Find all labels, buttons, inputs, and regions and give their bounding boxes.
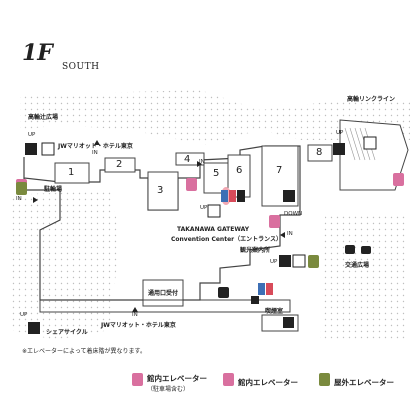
legend-sub-1: （駐車場含む） — [147, 386, 190, 393]
unit-number-7: 7 — [276, 165, 283, 176]
reception-box — [142, 279, 184, 307]
taxi-icon — [361, 246, 371, 254]
legend-label-3: 屋外エレベーター — [334, 378, 394, 387]
jw-marriott-bottom-label[interactable]: JWマリオット・ホテル東京 — [101, 322, 176, 329]
elevator-black-south — [218, 287, 229, 298]
bus-icon — [345, 245, 355, 254]
restroom-men-icon — [221, 190, 228, 202]
in-label-north: IN — [92, 150, 98, 156]
legend-label-2: 館内エレベーター — [238, 378, 298, 387]
restroom-women-south-icon — [266, 283, 273, 295]
unit-number-8: 8 — [316, 147, 323, 158]
jw-marriott-top-label[interactable]: JWマリオット・ホテル東京 — [58, 143, 133, 150]
in-arrow-east — [197, 161, 202, 167]
legend-indoor-elevator-icon — [223, 373, 234, 386]
unit-8 — [307, 144, 333, 162]
in-label-east: IN — [199, 159, 205, 165]
dotted-area-north-left — [20, 90, 410, 145]
link-line-structure — [339, 119, 409, 191]
escalator-icon-ne-2 — [363, 136, 377, 150]
in-arrow-north — [94, 140, 100, 145]
restroom-men-south-icon — [258, 283, 265, 295]
in-label-south: IN — [132, 312, 138, 318]
up-label-center: UP — [200, 205, 208, 211]
convention-center-line2[interactable]: Convention Center（エントランス） — [171, 236, 282, 243]
bicycle-parking-label: 駐輪場 — [44, 186, 63, 193]
unit-number-1: 1 — [68, 167, 75, 178]
escalator-icon-nw-2 — [41, 142, 55, 156]
up-label-sw: UP — [20, 312, 28, 318]
link-line-stairs — [344, 127, 376, 161]
restroom-women-icon — [229, 190, 236, 202]
elevator-pink-ne — [393, 173, 404, 186]
escalator-icon-center-1 — [283, 190, 295, 202]
escalator-icon-tourist-2 — [292, 254, 306, 268]
elevator-note: ※エレベーターによって着床階が異なります。 — [22, 348, 146, 355]
elevator-green-tourist — [308, 255, 319, 268]
restroom-accessible-icon — [237, 190, 245, 202]
takanawa-link-line-label: 高輪リンクライン — [347, 96, 396, 103]
convention-center-line1[interactable]: TAKANAWA GATEWAY — [177, 226, 250, 233]
up-label-nw: UP — [28, 132, 36, 138]
unit-1 — [54, 162, 90, 184]
smoking-icon — [283, 317, 294, 328]
unit-2 — [104, 157, 136, 173]
south-corridor — [39, 299, 291, 313]
smoking-room-label: 喫煙室 — [265, 308, 284, 315]
up-label-tourist: UP — [270, 259, 278, 265]
tourist-info-label[interactable]: 観光案内所 — [240, 247, 271, 254]
floor-title: 1F — [22, 40, 53, 66]
direction-label: SOUTH — [62, 62, 100, 72]
in-arrow-conv — [280, 232, 285, 238]
in-arrow-west — [33, 197, 38, 203]
reception-label: 通用口受付 — [148, 290, 179, 297]
legend-indoor-elevator-parking-icon — [132, 373, 143, 386]
elevator-green-west — [16, 182, 27, 195]
takanawa-north-plaza-label: 高輪辻広場 — [28, 114, 59, 121]
escalator-icon-ne-1 — [333, 143, 345, 155]
escalator-icon-sw-1 — [28, 322, 40, 334]
in-label-west: IN — [16, 196, 22, 202]
unit-7 — [261, 145, 299, 207]
down-label: DOWN — [284, 211, 303, 217]
escalator-icon-tourist — [279, 255, 291, 267]
unit-number-4: 4 — [184, 154, 191, 165]
escalator-icon-center-2 — [207, 204, 221, 218]
unit-number-5: 5 — [213, 168, 220, 179]
up-label-ne: UP — [336, 130, 344, 136]
unit-3 — [147, 171, 179, 211]
unit-number-3: 3 — [157, 185, 164, 196]
in-arrow-south — [132, 307, 138, 312]
restroom-accessible-south-icon — [251, 296, 259, 304]
in-label-conv: IN — [287, 231, 293, 237]
legend-label-1: 館内エレベーター — [147, 374, 207, 383]
escalator-icon-nw-1 — [25, 143, 37, 155]
dotted-area-west — [10, 190, 120, 340]
transport-plaza-label: 交通広場 — [345, 262, 370, 269]
dotted-area-east — [320, 215, 405, 340]
unit-number-2: 2 — [116, 159, 123, 170]
unit-number-6: 6 — [236, 165, 243, 176]
legend-outdoor-elevator-icon — [319, 373, 330, 386]
elevator-pink-conv — [269, 215, 280, 228]
elevator-pink-center — [186, 178, 197, 191]
share-cycle-label: シェアサイクル — [46, 329, 88, 336]
